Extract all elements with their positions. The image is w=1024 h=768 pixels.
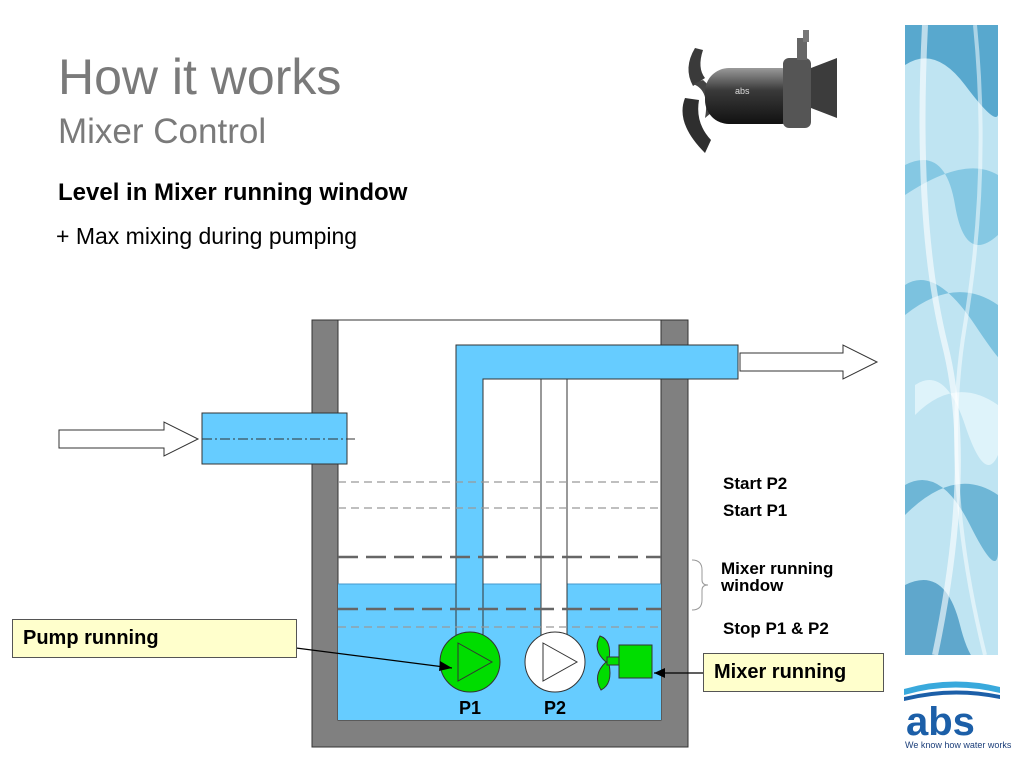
pump-callout-pointer [295,647,453,669]
pump-p2-arrow-icon [542,642,579,682]
tank-wall-left [312,320,338,747]
slide-subtitle: Mixer Control [58,112,267,151]
label-start-p2: Start P2 [723,474,788,493]
label-stop: Stop P1 & P2 [723,619,829,638]
label-mixer-window-line2: window [721,576,784,595]
mixer-propeller-icon [596,635,611,691]
mixer-shaft [606,656,620,666]
tank-floor [312,720,688,747]
tank-wall-right [661,320,688,747]
abs-logo: abs [904,681,1000,739]
logo-tagline: We know how water works [905,740,1012,750]
slide-heading: Level in Mixer running window [58,179,408,206]
mixer-motor [618,644,653,679]
product-brand-mark: abs [735,86,750,96]
logo-wordmark: abs [906,700,975,739]
pump-p1-arrow-icon [457,642,494,682]
label-p2: P2 [544,698,567,718]
water-texture-strip [905,25,998,655]
mixer-product-image: abs [682,30,837,153]
water-body [338,584,661,720]
callout-mixer-running: Mixer running [703,653,884,692]
p2-riser [540,378,568,640]
label-p1: P1 [459,698,482,718]
mixer-window-brace [691,559,709,611]
bullet-text: + Max mixing during pumping [56,223,358,249]
inlet-arrow [58,421,200,457]
slide-title: How it works [58,49,342,105]
label-start-p1: Start P1 [723,501,788,520]
callout-pump-running: Pump running [12,619,297,658]
outlet-arrow [739,344,879,380]
label-mixer-window-line1: Mixer running [721,559,834,578]
